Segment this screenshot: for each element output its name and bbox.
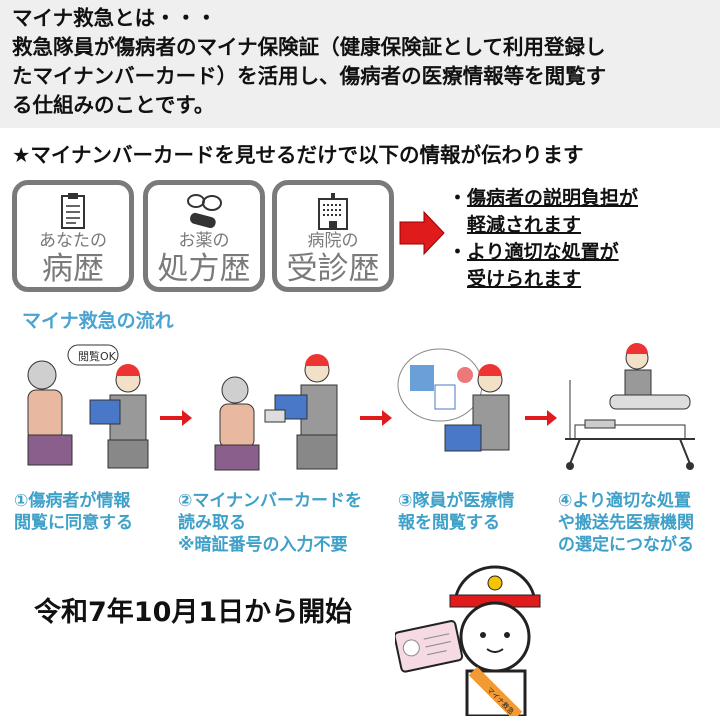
box-big-label: 病歴 <box>42 251 104 287</box>
start-date-text: 令和7年10月1日から開始 <box>34 597 353 628</box>
mascot-illustration: マイナ救急 <box>395 565 541 716</box>
right-arrow-icon <box>399 210 445 256</box>
next-arrow-icon <box>525 410 557 426</box>
benefit-item-cont: 軽減されます <box>467 214 582 236</box>
intro-title: マイナ救急とは・・・ <box>12 6 217 30</box>
benefit-item: ・より適切な処置が <box>448 241 619 263</box>
step1-caption: ①傷病者が情報閲覧に同意する <box>14 491 133 533</box>
headline: ★マイナンバーカードを見せるだけで以下の情報が伝わります <box>12 143 584 167</box>
info-box-medical-history: あなたの 病歴 <box>12 180 134 292</box>
intro-line: 救急隊員が傷病者のマイナ保険証（健康保険証として利用登録し <box>12 35 606 59</box>
box-small-label: お薬の <box>178 231 230 251</box>
step1-illustration: 閲覧OK <box>27 344 149 469</box>
step2-illustration <box>214 354 338 471</box>
intro-line: たマイナンバーカード）を活用し、傷病者の医療情報等を閲覧す <box>12 64 607 88</box>
benefit-item-cont: 受けられます <box>467 268 582 290</box>
clipboard-icon <box>17 191 129 231</box>
next-arrow-icon <box>360 410 392 426</box>
info-box-visit-history: 病院の 受診歴 <box>272 180 394 292</box>
box-big-label: 処方歴 <box>157 251 251 287</box>
svg-text:閲覧OK: 閲覧OK <box>78 349 117 363</box>
benefit-item: ・傷病者の説明負担が <box>448 187 639 209</box>
step3-illustration <box>397 348 510 452</box>
step4-caption: ④より適切な処置や搬送先医療機関の選定につながる <box>558 491 694 555</box>
hospital-icon <box>277 191 389 231</box>
box-small-label: 病院の <box>307 231 359 251</box>
flow-title: マイナ救急の流れ <box>22 310 174 332</box>
pills-icon <box>148 191 260 231</box>
intro-panel: マイナ救急とは・・・ 救急隊員が傷病者のマイナ保険証（健康保険証として利用登録し… <box>0 0 720 128</box>
next-arrow-icon <box>160 410 192 426</box>
box-big-label: 受診歴 <box>286 251 380 287</box>
info-box-prescription-history: お薬の 処方歴 <box>143 180 265 292</box>
intro-line: る仕組みのことです。 <box>12 93 215 117</box>
benefits-list: ・傷病者の説明負担が 軽減されます ・より適切な処置が 受けられます <box>448 185 638 293</box>
step3-caption: ③隊員が医療情報を閲覧する <box>398 491 515 533</box>
step2-caption: ②マイナンバーカードを読み取る※暗証番号の入力不要 <box>178 491 363 555</box>
box-small-label: あなたの <box>39 231 107 251</box>
step4-illustration <box>565 343 695 470</box>
